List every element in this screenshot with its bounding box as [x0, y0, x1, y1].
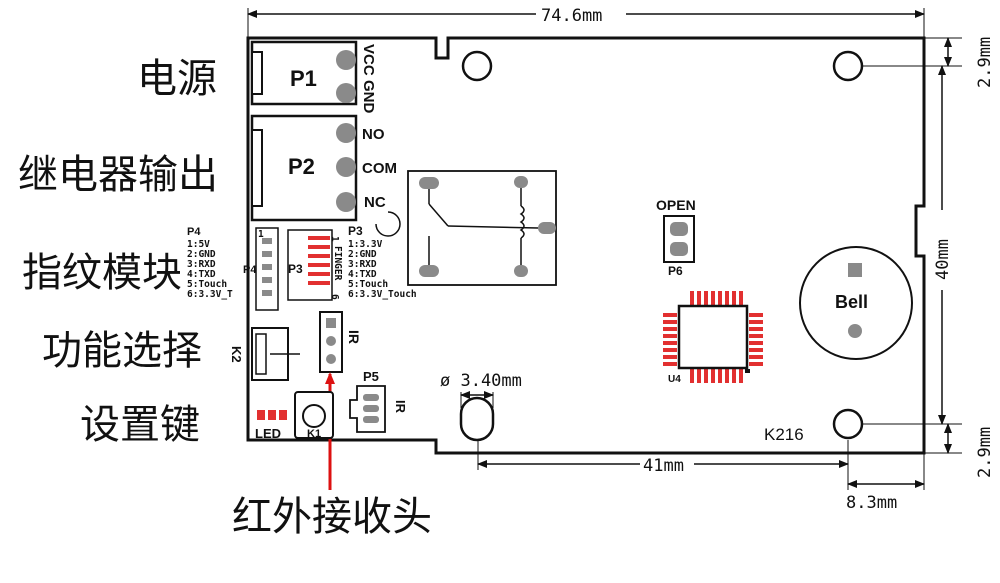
jumper-p6-label: P6 — [668, 264, 683, 278]
jumper-ir-label: IR — [346, 330, 362, 344]
connector-p3-pins — [308, 236, 330, 285]
jumper-p6-pad-1 — [670, 222, 688, 236]
p3-pin-2: 2:GND — [348, 249, 377, 260]
jumper-ir-pad-2 — [326, 336, 336, 346]
mcu-u4-pins — [663, 291, 763, 383]
switch-k2-body — [255, 333, 267, 375]
button-k1-cap — [302, 404, 326, 428]
pin-p1-vcc: VCC — [360, 44, 377, 76]
label-function-select: 功能选择 — [42, 328, 202, 374]
label-fingerprint-module: 指纹模块 — [22, 250, 182, 296]
relay-symbol — [428, 188, 539, 265]
p3-pin-4: 4:TXD — [348, 269, 377, 280]
p3-pin-number-6: 6 — [329, 294, 340, 300]
connector-p3-label: P3 — [288, 262, 303, 276]
mcu-u4-dot — [745, 369, 750, 373]
buzzer-label: Bell — [835, 292, 868, 312]
p4-pin-number-1: 1 — [258, 229, 264, 240]
connector-p4-pins — [262, 238, 272, 296]
p3-pin-number-1: 1 — [329, 236, 340, 242]
p3-pin-5: 5:Touch — [348, 279, 388, 290]
mount-hole-top-left — [461, 50, 493, 82]
finger-label: FINGER — [332, 246, 343, 281]
pin-p2-com: COM — [362, 160, 397, 177]
dim-height-bg — [932, 210, 952, 290]
p4-pin-5: 5:Touch — [187, 279, 227, 290]
connector-p2-label: P2 — [288, 154, 315, 179]
switch-k2-label: K2 — [229, 346, 244, 363]
connector-p5-ir-label: IR — [393, 400, 408, 414]
mcu-u4-label: U4 — [668, 374, 681, 385]
pin-p2-no: NO — [362, 126, 385, 143]
connector-p1-label: P1 — [290, 66, 317, 91]
p3-pin-1: 1:3.3V — [348, 239, 383, 250]
label-power: 电源 — [137, 56, 217, 102]
connector-p5-label: P5 — [363, 369, 379, 384]
p4-pin-4: 4:TXD — [187, 269, 216, 280]
board-outline — [246, 36, 926, 455]
dim-top-offset: 2.9mm — [975, 37, 995, 88]
mount-hole-top-right — [832, 50, 864, 82]
p3-pin-6: 6:3.3V_Touch — [348, 289, 417, 300]
jumper-ir-pad-3 — [326, 354, 336, 364]
pin-p1-gnd: GND — [360, 80, 377, 114]
pin-p2-nc: NC — [364, 194, 386, 211]
led-label: LED — [255, 426, 281, 441]
connector-p5-pins — [363, 394, 379, 423]
button-k1-label: K1 — [307, 428, 321, 440]
board-model: K216 — [764, 425, 804, 444]
p3-title: P3 — [348, 224, 363, 238]
pad-p2-com — [336, 157, 356, 177]
p3-pin-3: 3:RXD — [348, 259, 377, 270]
dim-spacing-bg — [640, 456, 694, 474]
pad-p1-vcc — [336, 50, 356, 70]
jumper-open-label: OPEN — [656, 197, 696, 213]
label-setup-key: 设置键 — [80, 402, 200, 448]
dim-width: 74.6mm — [541, 6, 602, 26]
connector-p1-tab — [251, 51, 263, 95]
jumper-ir-pad-1 — [326, 318, 336, 328]
p4-pin-1: 1:5V — [187, 239, 210, 250]
mount-hole-bottom-left — [459, 396, 495, 442]
pad-p2-no — [336, 123, 356, 143]
mcu-u4 — [677, 304, 749, 370]
dim-width-bg — [536, 6, 626, 24]
pad-p1-gnd — [336, 83, 356, 103]
jumper-p6-pad-2 — [670, 242, 688, 256]
mount-hole-bottom-right — [832, 408, 864, 440]
buzzer-pad-round — [848, 324, 862, 338]
pad-p2-nc — [336, 192, 356, 212]
dim-hole-spacing: 41mm — [643, 456, 684, 476]
relay-pads — [419, 176, 556, 277]
connector-p2-tab — [251, 129, 263, 207]
dim-right-hole-offset: 8.3mm — [846, 493, 897, 513]
nc-arc — [375, 211, 401, 237]
label-ir-receiver: 红外接收头 — [232, 494, 432, 540]
led-pads — [257, 410, 287, 420]
buzzer-bell — [799, 246, 913, 360]
p4-title: P4 — [187, 226, 201, 238]
dim-height: 40mm — [933, 239, 953, 280]
label-relay-output: 继电器输出 — [18, 152, 218, 198]
p4-pin-2: 2:GND — [187, 249, 216, 260]
p4-pin-3: 3:RXD — [187, 259, 216, 270]
connector-p4-label: P4 — [243, 264, 257, 276]
p4-pin-6: 6:3.3V_T — [187, 289, 233, 300]
dim-hole-diameter: ø 3.40mm — [440, 371, 522, 391]
dim-bottom-offset: 2.9mm — [975, 427, 995, 478]
buzzer-pad-square — [848, 263, 862, 277]
